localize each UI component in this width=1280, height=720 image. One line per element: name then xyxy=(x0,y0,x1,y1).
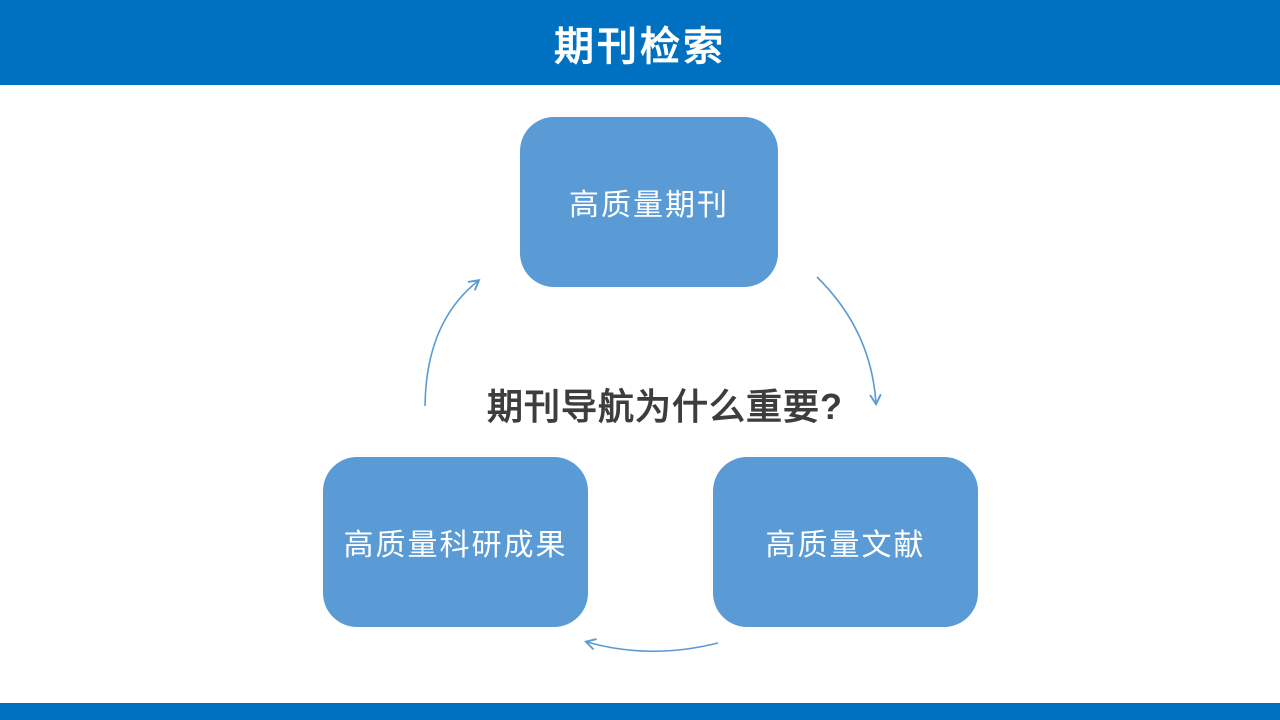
curved-arrow-left-icon xyxy=(583,638,719,653)
footer-bar xyxy=(0,703,1280,720)
node-high-quality-research-results: 高质量科研成果 xyxy=(323,457,588,627)
node-high-quality-literature: 高质量文献 xyxy=(713,457,978,627)
header-bar: 期刊检索 xyxy=(0,0,1280,85)
page-title: 期刊检索 xyxy=(554,24,726,69)
center-question: 期刊导航为什么重要? xyxy=(487,386,843,427)
node-label: 高质量期刊 xyxy=(569,189,729,222)
node-high-quality-journals: 高质量期刊 xyxy=(520,117,778,287)
node-label: 高质量文献 xyxy=(765,529,926,562)
node-label: 高质量科研成果 xyxy=(343,529,568,562)
